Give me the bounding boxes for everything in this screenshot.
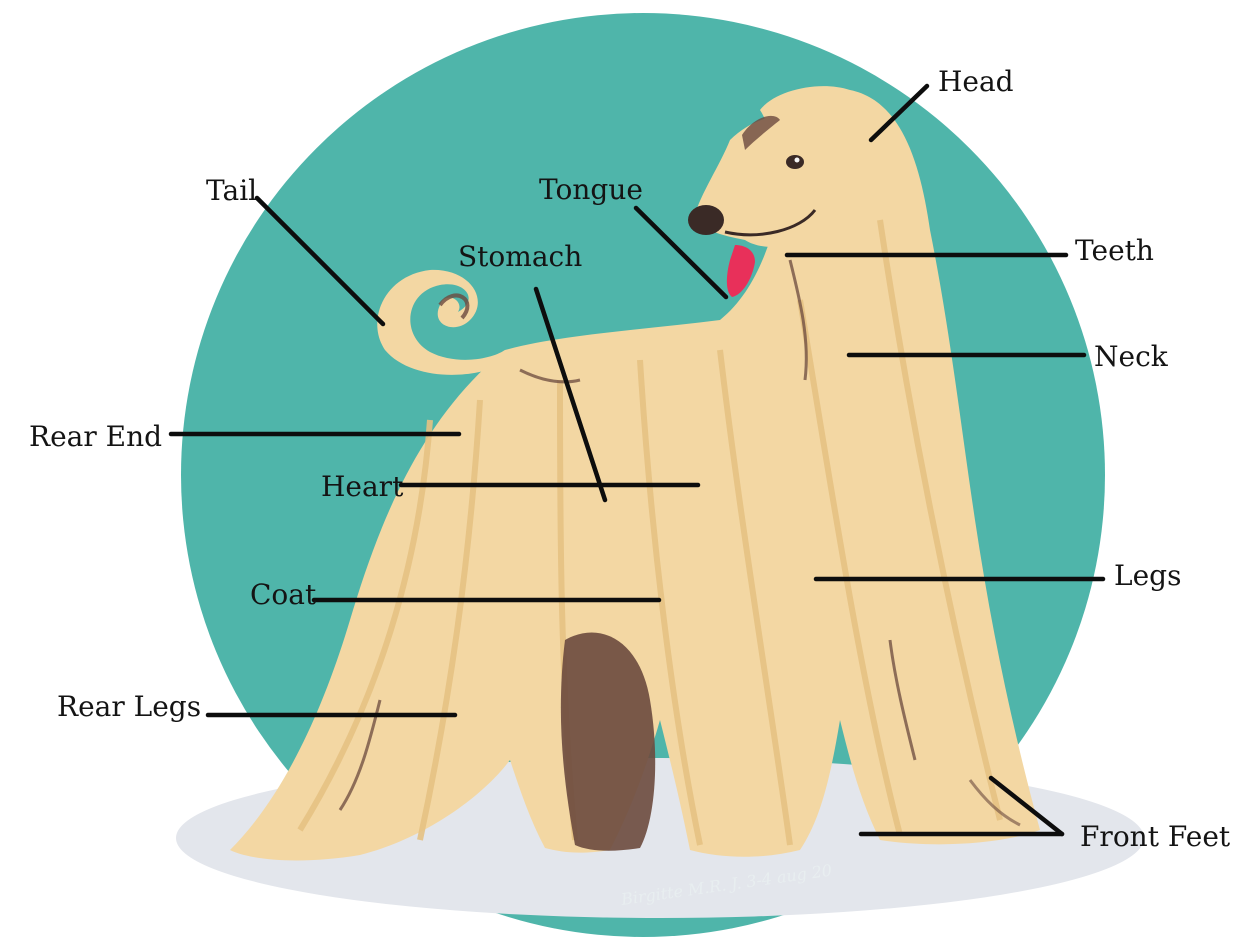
label-rear-legs: Rear Legs — [57, 690, 201, 723]
label-tongue: Tongue — [539, 173, 643, 206]
dog-eye — [786, 155, 804, 169]
label-head: Head — [938, 65, 1014, 98]
label-heart: Heart — [321, 470, 404, 503]
dog-nose — [688, 205, 724, 235]
label-legs: Legs — [1114, 559, 1181, 592]
label-front-feet: Front Feet — [1080, 820, 1231, 853]
label-rear-end: Rear End — [29, 420, 162, 453]
label-stomach: Stomach — [458, 240, 582, 273]
label-neck: Neck — [1094, 340, 1169, 373]
label-tail: Tail — [206, 174, 257, 207]
label-coat: Coat — [250, 578, 317, 611]
label-teeth: Teeth — [1075, 234, 1154, 267]
dog-eye-highlight — [795, 158, 800, 163]
